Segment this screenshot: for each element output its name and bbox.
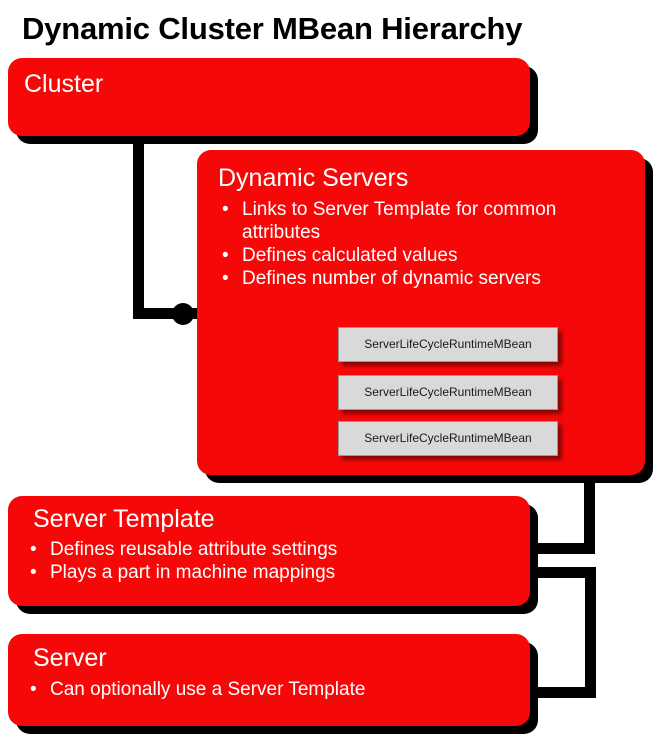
list-item-label: Defines number of dynamic servers (242, 268, 541, 289)
list-item-label: Defines calculated values (242, 245, 458, 266)
bullet-icon: • (222, 268, 229, 289)
list-item-label: Links to Server Template for common attr… (242, 199, 557, 243)
list-item: • Defines reusable attribute settings (20, 538, 500, 561)
bullet-icon: • (30, 679, 37, 700)
node-server-title: Server (33, 644, 107, 672)
list-item: • Links to Server Template for common at… (212, 198, 632, 244)
node-server-template-title: Server Template (33, 505, 215, 533)
list-item: • Plays a part in machine mappings (20, 561, 500, 584)
bullet-icon: • (30, 562, 37, 583)
mbean-chip[interactable]: ServerLifeCycleRuntimeMBean (338, 421, 558, 456)
connector-cluster-endpoint-dot (172, 303, 194, 325)
bullet-icon: • (30, 539, 37, 560)
mbean-chip[interactable]: ServerLifeCycleRuntimeMBean (338, 375, 558, 410)
connector-cluster-vertical (133, 110, 144, 319)
node-server-bullets: • Can optionally use a Server Template (20, 678, 500, 701)
connector-dynamic-vertical (584, 455, 595, 553)
node-server-template-bullets: • Defines reusable attribute settings • … (20, 538, 500, 584)
list-item-label: Defines reusable attribute settings (50, 539, 338, 560)
node-cluster-title: Cluster (24, 70, 104, 98)
list-item-label: Plays a part in machine mappings (50, 562, 336, 583)
connector-template-to-server-vertical (585, 567, 596, 697)
bullet-icon: • (222, 199, 229, 220)
connector-template-stub (524, 567, 596, 578)
page-title: Dynamic Cluster MBean Hierarchy (22, 11, 523, 46)
node-server[interactable]: Server • Can optionally use a Server Tem… (8, 634, 530, 726)
node-dynamic-servers[interactable]: Dynamic Servers • Links to Server Templa… (197, 150, 645, 475)
connector-cluster-horizontal (133, 308, 199, 319)
node-cluster[interactable]: Cluster (8, 58, 530, 136)
list-item-label: Can optionally use a Server Template (50, 679, 366, 700)
connector-server-horizontal (524, 687, 596, 698)
list-item: • Can optionally use a Server Template (20, 678, 500, 701)
list-item: • Defines calculated values (212, 244, 632, 267)
connector-dynamic-to-template-horizontal (524, 543, 595, 554)
list-item: • Defines number of dynamic servers (212, 267, 632, 290)
node-dynamic-servers-title: Dynamic Servers (218, 164, 409, 192)
bullet-icon: • (222, 245, 229, 266)
node-dynamic-servers-bullets: • Links to Server Template for common at… (212, 198, 632, 290)
node-server-template[interactable]: Server Template • Defines reusable attri… (8, 496, 530, 606)
mbean-chip[interactable]: ServerLifeCycleRuntimeMBean (338, 327, 558, 362)
